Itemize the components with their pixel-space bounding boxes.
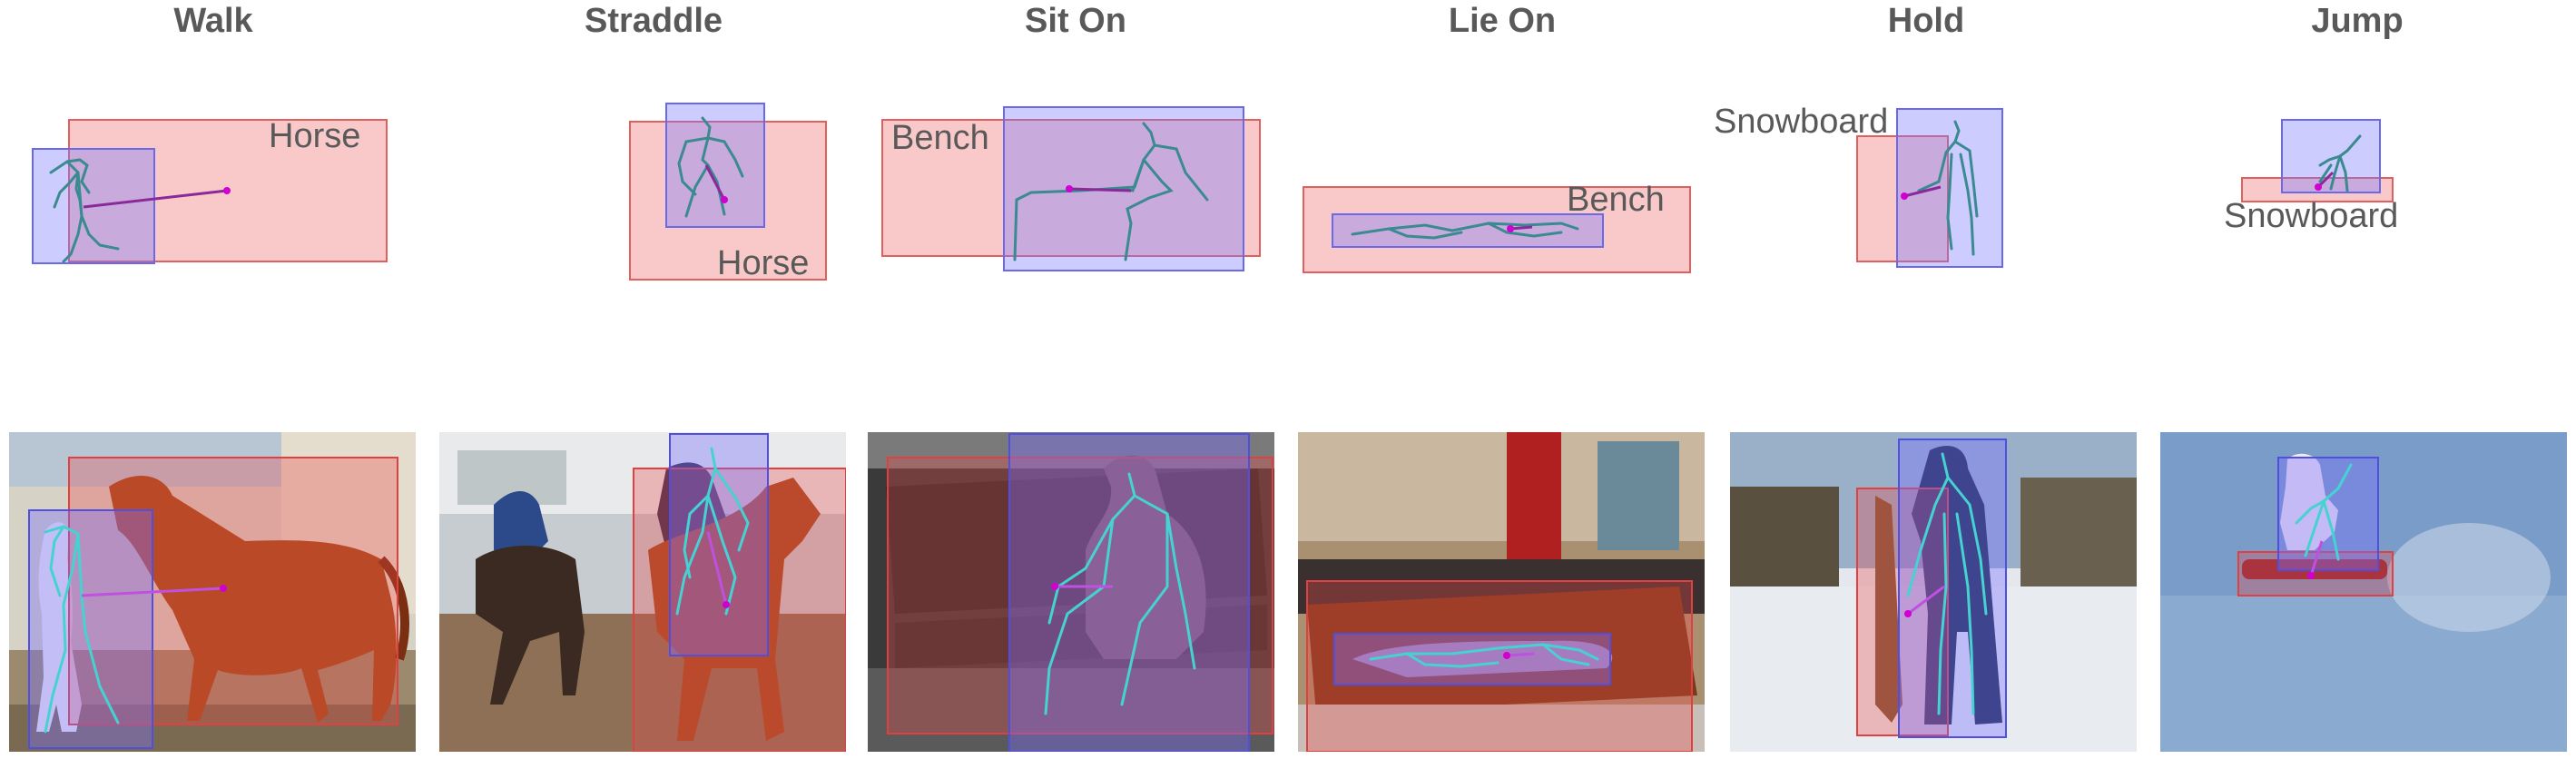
object-label: Snowboard: [1714, 103, 1888, 141]
example-photo: [2160, 432, 2567, 752]
panel-straddle: Straddle Horse: [436, 0, 871, 759]
object-box: [887, 457, 1273, 734]
human-box: [28, 509, 153, 749]
object-label: Bench: [891, 119, 989, 157]
interaction-link: [1907, 585, 1945, 616]
panel-title: Jump: [2311, 2, 2404, 40]
object-center-dot: [1066, 185, 1073, 192]
panel-jump: Jump Snowboard: [2138, 0, 2576, 759]
object-box: [1856, 488, 1949, 736]
example-photo: [439, 432, 846, 752]
panel-sit-on: Sit On Bench: [862, 0, 1289, 759]
object-center-dot: [1507, 225, 1514, 232]
skeleton: [49, 158, 120, 263]
example-photo: [1298, 432, 1705, 752]
interaction-link: [83, 189, 228, 209]
interaction-link: [1903, 185, 1942, 198]
interaction-diagram: Horse: [32, 117, 388, 264]
panel-title: Hold: [1887, 2, 1965, 40]
object-box: [1303, 186, 1691, 273]
interaction-diagram: Snowboard: [1714, 103, 2003, 268]
object-center-dot: [1503, 652, 1510, 659]
object-center-dot: [723, 601, 730, 608]
human-box: [1898, 439, 2007, 738]
panel-walk: Walk Horse: [0, 0, 427, 759]
interaction-link: [704, 164, 726, 201]
panel-hold: Hold Snowboard: [1710, 0, 2142, 759]
interaction-diagram: Bench: [1303, 181, 1691, 273]
skeleton: [2295, 463, 2353, 561]
example-photo: [868, 432, 1274, 752]
human-box: [1332, 213, 1604, 248]
skeleton: [2318, 134, 2362, 192]
interaction-link: [81, 586, 224, 597]
skeleton: [1917, 120, 1979, 256]
interaction-diagram: Horse: [629, 103, 827, 282]
object-center-dot: [1051, 583, 1058, 590]
skeleton: [1044, 472, 1196, 715]
interaction-link: [1068, 187, 1132, 192]
interaction-link: [1509, 225, 1533, 231]
object-center-dot: [2307, 572, 2315, 579]
human-box: [1008, 433, 1250, 752]
skeleton: [1351, 222, 1579, 240]
object-box: [68, 457, 398, 725]
skeleton: [677, 116, 744, 218]
object-label: Horse: [717, 244, 809, 282]
object-center-dot: [223, 187, 231, 194]
interaction-diagram: Bench: [881, 106, 1261, 271]
example-photo: [1730, 432, 2137, 752]
object-box: [1306, 580, 1693, 752]
skeleton: [1906, 452, 1988, 715]
human-box: [665, 103, 765, 228]
interaction-diagram: Snowboard: [2224, 119, 2398, 235]
panel-title: Sit On: [1025, 2, 1126, 40]
panel-lie-on: Lie On Bench: [1289, 0, 1716, 759]
object-label: Horse: [269, 117, 360, 155]
object-center-dot: [721, 196, 728, 203]
object-center-dot: [2315, 183, 2322, 191]
interaction-link: [2309, 540, 2324, 577]
panel-title: Lie On: [1448, 2, 1557, 40]
object-center-dot: [1904, 610, 1912, 617]
panel-title: Walk: [173, 2, 253, 40]
human-box: [2281, 119, 2381, 193]
skeleton: [675, 447, 750, 616]
example-photo: [9, 432, 416, 752]
object-center-dot: [1901, 192, 1908, 200]
panel-title: Straddle: [584, 2, 723, 40]
skeleton: [1369, 643, 1599, 668]
object-label: Bench: [1567, 181, 1665, 219]
interaction-link: [1506, 652, 1535, 657]
interaction-link: [706, 531, 728, 606]
object-center-dot: [220, 585, 227, 592]
object-label: Snowboard: [2224, 197, 2398, 235]
